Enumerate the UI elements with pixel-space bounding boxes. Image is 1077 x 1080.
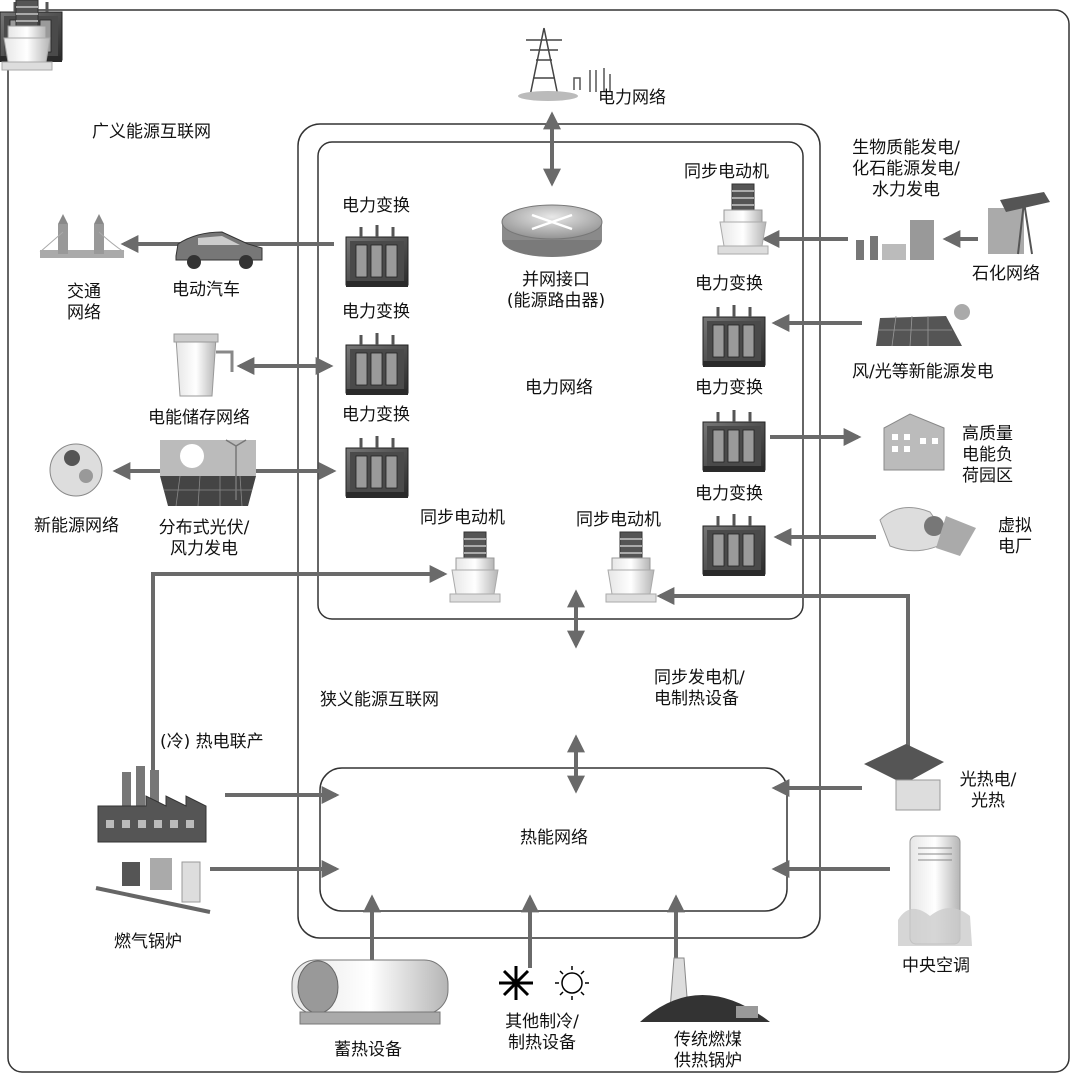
power-conversion-label-5: 电力变换 [695,378,763,398]
thermal-network-frame [319,767,788,912]
building-icon [883,413,945,471]
solar-field-icon [876,304,970,347]
oil-pump-icon [988,192,1050,255]
heat-storage-label: 蓄热设备 [334,1040,402,1060]
snowflake-icon [499,966,533,1000]
solar-to-motor-arrow [656,587,910,760]
narrow-network-label: 狭义能源互联网 [320,690,439,710]
power-conversion-label-3: 电力变换 [342,405,410,425]
thermal-network-label: 热能网络 [520,828,588,848]
storage-jar-icon [173,333,234,397]
central-ac-label: 中央空调 [902,956,970,976]
power-grid-top-label: 电力网络 [598,88,666,108]
coal-boiler-label: 传统燃煤 供热锅炉 [674,1030,742,1071]
sync-motor-label-2: 同步电动机 [420,508,505,528]
transport-network-label: 交通 网络 [67,282,101,323]
outer-frame [7,9,1070,1073]
other-cooling-label: 其他制冷/ 制热设备 [505,1012,579,1053]
new-energy-network-label: 新能源网络 [34,516,119,536]
wind-solar-label: 风/光等新能源发电 [852,362,994,382]
virtual-plant-icon [879,507,976,556]
solar-thermal-label: 光热电/ 光热 [959,770,1017,811]
sync-motor-label-1: 同步电动机 [684,162,769,182]
sync-motor-icon [1,0,53,71]
pv-panel-icon [160,439,256,507]
sync-generator-label: 同步发电机/ 电制热设备 [654,668,745,709]
distributed-pv-label: 分布式光伏/ 风力发电 [158,518,250,559]
electric-car-icon [175,231,263,269]
globe-icon [49,443,103,497]
coal-boiler-icon [640,957,770,1022]
solar-thermal-icon [864,744,944,811]
central-ac-icon [898,835,972,946]
chp-to-motor-arrow [151,565,448,770]
power-conversion-label-4: 电力变换 [695,274,763,294]
power-conversion-label-6: 电力变换 [695,484,763,504]
power-plant-icon [856,220,934,260]
virtual-plant-label: 虚拟 电厂 [998,516,1032,557]
factory-icon [97,766,207,843]
broad-network-label: 广义能源互联网 [92,122,211,142]
grid-interface-label: 并网接口 (能源路由器) [506,270,606,311]
hq-park-label: 高质量 电能负 荷园区 [962,424,1013,486]
power-grid-center-label: 电力网络 [525,378,593,398]
heat-storage-icon [291,959,449,1025]
storage-network-label: 电能储存网络 [148,408,250,428]
gas-boiler-label: 燃气锅炉 [114,932,182,952]
bio-fossil-hydro-label: 生物质能发电/ 化石能源发电/ 水力发电 [852,138,960,200]
electric-car-label: 电动汽车 [172,280,240,300]
chp-label: (冷) 热电联产 [160,732,264,752]
energy-router-icon [501,204,603,257]
power-conversion-label-2: 电力变换 [342,302,410,322]
sun-icon [555,966,589,1000]
power-conversion-label-1: 电力变换 [342,196,410,216]
gas-boiler-icon [95,858,211,914]
transmission-tower-icon [518,27,611,101]
bridge-icon [39,214,125,258]
sync-motor-label-3: 同步电动机 [576,510,661,530]
connection-arrows [112,111,978,968]
petro-network-label: 石化网络 [972,264,1040,284]
